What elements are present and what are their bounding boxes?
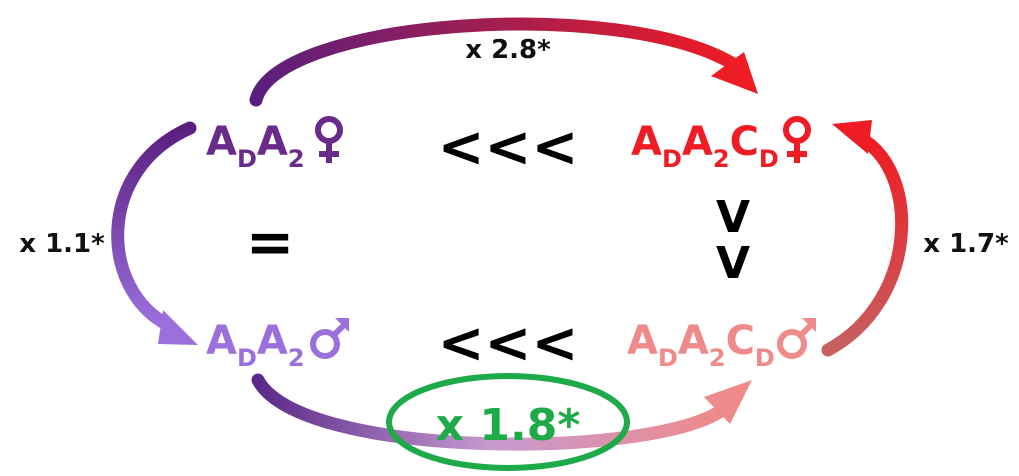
arrow-bottom [251, 373, 752, 451]
relation-right-a: V [716, 192, 750, 243]
highlight-ellipse [386, 373, 630, 471]
node-female-ada2: ADA2 [206, 116, 343, 173]
genotype-label: ADA2CD [627, 318, 775, 372]
relation-bottom: <<< [438, 311, 579, 376]
relation-right-b: V [716, 238, 750, 289]
factor-left-label: x 1.1* [19, 229, 105, 259]
female-symbol-icon [315, 116, 343, 163]
genotype-label: ADA2CD [631, 119, 779, 173]
relation-top: <<< [438, 115, 579, 180]
female-symbol-icon [783, 116, 811, 163]
genotype-label: ADA2 [206, 119, 305, 173]
genotype-label: ADA2 [206, 318, 305, 372]
factor-bottom-label: x 1.8* [436, 400, 581, 451]
male-symbol-icon [777, 318, 816, 359]
arrow-left [111, 121, 198, 345]
male-symbol-icon [310, 318, 349, 359]
factor-right-label: x 1.7* [923, 229, 1009, 259]
factor-bottom-highlight: x 1.8* [386, 373, 630, 471]
arrow-right [821, 120, 909, 357]
arrow-top [249, 17, 758, 107]
relation-left: = [246, 208, 295, 276]
node-male-ada2: ADA2 [206, 318, 349, 372]
node-female-ada2cd: ADA2CD [631, 116, 811, 173]
node-male-ada2cd: ADA2CD [627, 318, 816, 372]
factor-top-label: x 2.8* [465, 35, 551, 65]
